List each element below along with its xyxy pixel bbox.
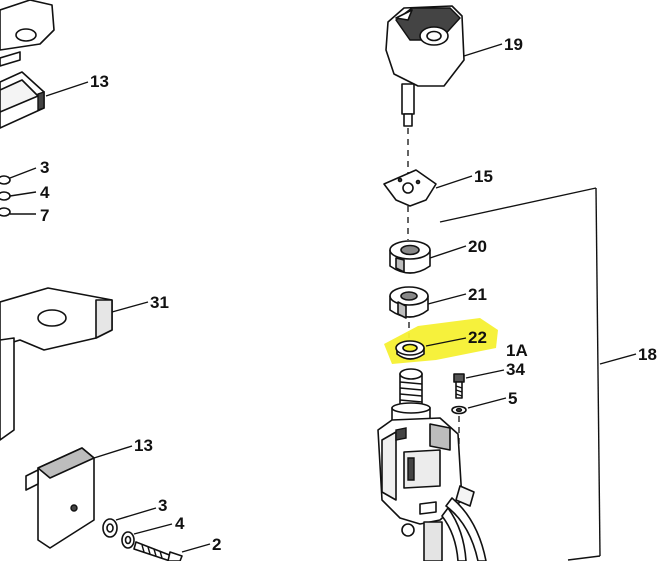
leader-31 bbox=[111, 301, 149, 313]
assembly-bracket-18 bbox=[439, 187, 601, 561]
small-hardware-top bbox=[0, 175, 11, 217]
callout-15: 15 bbox=[474, 167, 493, 186]
callout-21: 21 bbox=[468, 285, 487, 304]
callout-4-top: 4 bbox=[40, 183, 50, 202]
leader-21 bbox=[427, 293, 467, 305]
callout-3-top: 3 bbox=[40, 158, 49, 177]
leader-34 bbox=[465, 369, 505, 379]
leader-18 bbox=[599, 353, 637, 365]
valve-body-assembly bbox=[377, 368, 487, 561]
callout-13-top: 13 bbox=[90, 72, 109, 91]
callout-4-bottom: 4 bbox=[175, 514, 185, 533]
callout-18: 18 bbox=[638, 345, 657, 364]
callout-20: 20 bbox=[468, 237, 487, 256]
leader-13-bottom bbox=[93, 445, 133, 459]
leader-20 bbox=[429, 245, 467, 259]
part-13-bottom bbox=[25, 447, 95, 549]
callout-13-bottom: 13 bbox=[134, 436, 153, 455]
part-19-knob bbox=[385, 5, 465, 127]
leader-22 bbox=[425, 337, 467, 347]
leader-4-top bbox=[9, 191, 37, 197]
part-13-top bbox=[0, 71, 45, 129]
leader-4-bottom bbox=[133, 523, 173, 535]
leader-3-top bbox=[9, 167, 37, 179]
leader-5 bbox=[467, 397, 507, 409]
callout-22: 22 bbox=[468, 328, 487, 347]
callout-34: 34 bbox=[506, 360, 525, 379]
leader-2 bbox=[181, 543, 211, 553]
part-20-nut bbox=[389, 240, 431, 274]
callout-2: 2 bbox=[212, 535, 221, 554]
part-5-washer bbox=[451, 405, 467, 415]
callout-19: 19 bbox=[504, 35, 523, 54]
part-34-screw bbox=[453, 373, 465, 399]
leader-3-bottom bbox=[115, 507, 157, 521]
leader-13-top bbox=[45, 81, 89, 97]
leader-15 bbox=[435, 175, 473, 189]
callout-1a: 1A bbox=[506, 341, 528, 360]
part-21-sleeve bbox=[389, 286, 429, 319]
callout-7: 7 bbox=[40, 206, 49, 225]
part-31-bracket bbox=[0, 287, 113, 441]
callout-5: 5 bbox=[508, 389, 517, 408]
top-left-bracket bbox=[0, 0, 55, 67]
part-22-washer bbox=[395, 340, 425, 360]
callout-31: 31 bbox=[150, 293, 169, 312]
callout-3-bottom: 3 bbox=[158, 496, 167, 515]
part-15-plate bbox=[383, 169, 437, 207]
leader-19 bbox=[463, 43, 503, 57]
washers-screw-bottom bbox=[102, 518, 183, 561]
